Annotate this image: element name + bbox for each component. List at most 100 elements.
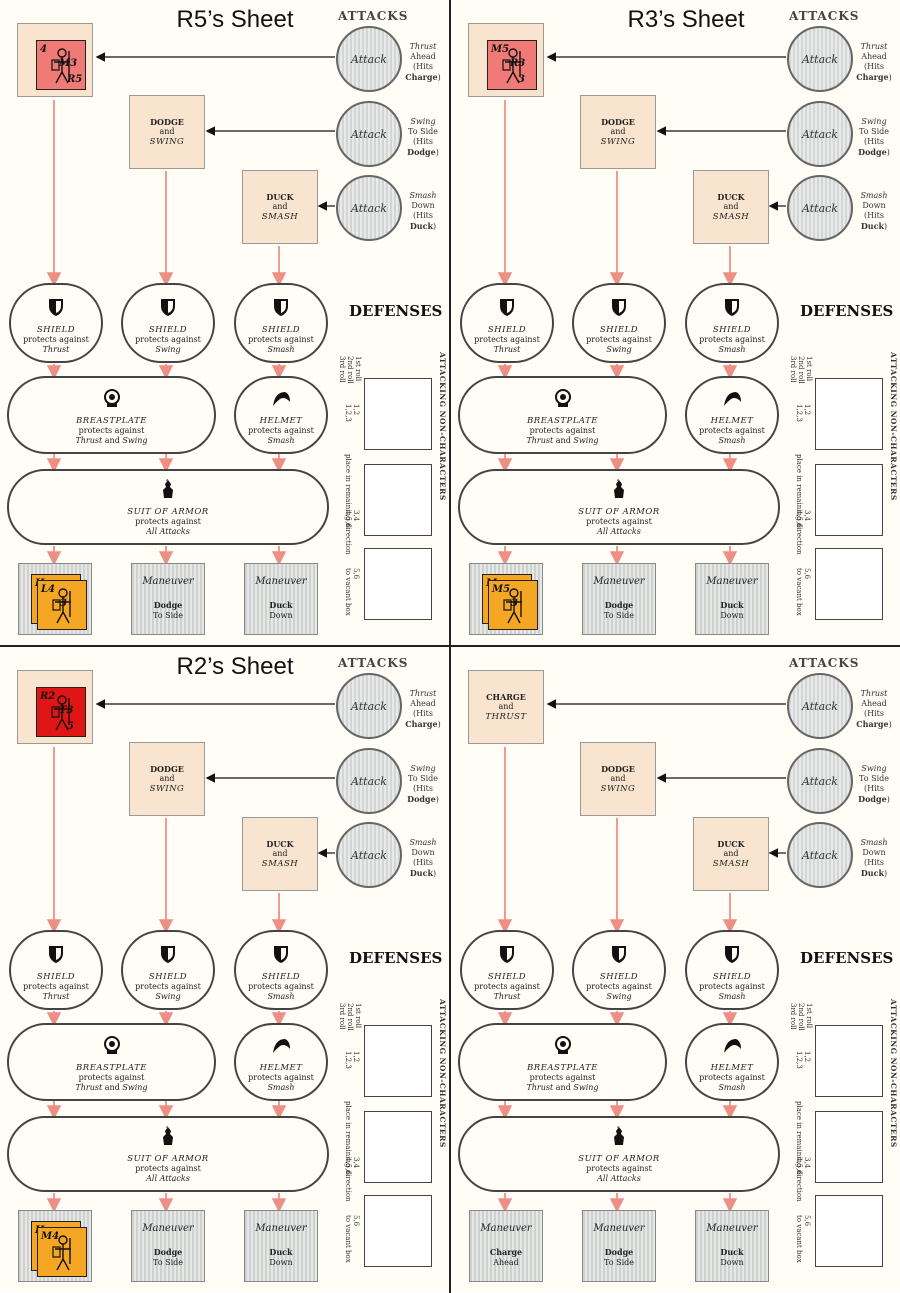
- non-character-box-1[interactable]: [364, 378, 432, 450]
- attack-swing-desc: Swing To Side (Hits Dodge): [399, 764, 447, 805]
- helmet-slot[interactable]: HELMET protects against Smash: [685, 1023, 779, 1101]
- suit-of-armor-slot[interactable]: SUIT OF ARMOR protects against All Attac…: [458, 469, 780, 545]
- attack-swing-circle[interactable]: Attack: [787, 748, 853, 814]
- attack-thrust-circle[interactable]: Attack: [787, 673, 853, 739]
- non-character-box-1[interactable]: [815, 378, 883, 450]
- roll-value: 4,5,6: [795, 510, 803, 528]
- duck-smash-box[interactable]: DUCK and SMASH: [242, 817, 318, 891]
- attack-swing-circle[interactable]: Attack: [336, 748, 402, 814]
- defense-name: SHIELD: [599, 325, 639, 335]
- breastplate-slot[interactable]: BREASTPLATE protects against Thrust and …: [458, 1023, 667, 1101]
- roll-header-2: 2nd roll: [346, 356, 354, 384]
- shield-smash-slot[interactable]: SHIELD protects against Smash: [234, 930, 328, 1010]
- shield-thrust-slot[interactable]: SHIELD protects against Thrust: [460, 930, 554, 1010]
- helmet-slot[interactable]: HELMET protects against Smash: [234, 376, 328, 454]
- non-character-box-2[interactable]: [364, 1111, 432, 1183]
- suit-of-armor-slot[interactable]: SUIT OF ARMOR protects against All Attac…: [7, 469, 329, 545]
- unit-counter[interactable]: M4: [37, 1227, 87, 1277]
- suit-of-armor-slot[interactable]: SUIT OF ARMOR protects against All Attac…: [7, 1116, 329, 1192]
- non-character-box-3[interactable]: [815, 548, 883, 620]
- breastplate-slot[interactable]: BREASTPLATE protects against Thrust and …: [458, 376, 667, 454]
- maneuver-line2: To Side: [604, 611, 634, 621]
- maneuver-charge-box[interactable]: HPHRM4: [18, 1210, 92, 1282]
- dodge-swing-box[interactable]: DODGE and SWING: [129, 95, 205, 169]
- defense-name: SUIT OF ARMOR: [578, 1154, 660, 1164]
- non-character-box-2[interactable]: [815, 1111, 883, 1183]
- duck-smash-box[interactable]: DUCK and SMASH: [242, 170, 318, 244]
- attack-thrust-circle[interactable]: Attack: [336, 673, 402, 739]
- attack-smash-circle[interactable]: Attack: [336, 822, 402, 888]
- shield-swing-slot[interactable]: SHIELD protects against Swing: [121, 283, 215, 363]
- roll-value: 4,5,6: [344, 510, 352, 528]
- breastplate-slot[interactable]: BREASTPLATE protects against Thrust and …: [7, 1023, 216, 1101]
- dodge-swing-box[interactable]: DODGE and SWING: [129, 742, 205, 816]
- roll-values-2: place in remaining direction: [344, 1101, 352, 1202]
- maneuver-charge-box[interactable]: MM53: [469, 563, 543, 635]
- attack-smash-circle[interactable]: Attack: [787, 175, 853, 241]
- attack-swing-circle[interactable]: Attack: [787, 101, 853, 167]
- attack-desc-line3: (Hits: [413, 137, 433, 146]
- non-character-box-2[interactable]: [364, 464, 432, 536]
- counter-label: M5: [492, 584, 511, 595]
- attack-desc-hits: Dodge: [407, 794, 436, 804]
- non-character-box-2[interactable]: [815, 464, 883, 536]
- shield-swing-slot[interactable]: SHIELD protects against Swing: [572, 283, 666, 363]
- shield-smash-slot[interactable]: SHIELD protects against Smash: [234, 283, 328, 363]
- non-character-box-3[interactable]: [364, 548, 432, 620]
- defense-name: SUIT OF ARMOR: [127, 507, 209, 517]
- shield-thrust-slot[interactable]: SHIELD protects against Thrust: [9, 283, 103, 363]
- breastplate-slot[interactable]: BREASTPLATE protects against Thrust and …: [7, 376, 216, 454]
- shield-smash-slot[interactable]: SHIELD protects against Smash: [685, 930, 779, 1010]
- breastplate-icon: [554, 389, 571, 407]
- duck-smash-box[interactable]: DUCK and SMASH: [693, 170, 769, 244]
- dodge-swing-box[interactable]: DODGE and SWING: [580, 95, 656, 169]
- roll-value: 3,4: [352, 1157, 360, 1169]
- defense-what: Swing: [573, 1083, 599, 1092]
- attack-smash-circle[interactable]: Attack: [336, 175, 402, 241]
- shield-thrust-slot[interactable]: SHIELD protects against Thrust: [9, 930, 103, 1010]
- duck-smash-box[interactable]: DUCK and SMASH: [693, 817, 769, 891]
- non-character-box-1[interactable]: [364, 1025, 432, 1097]
- maneuver-charge-box[interactable]: HL43: [18, 563, 92, 635]
- attack-thrust-circle[interactable]: Attack: [336, 26, 402, 92]
- shield-smash-slot[interactable]: SHIELD protects against Smash: [685, 283, 779, 363]
- helmet-slot[interactable]: HELMET protects against Smash: [685, 376, 779, 454]
- counter-label: R5: [67, 74, 83, 85]
- non-character-box-1[interactable]: [815, 1025, 883, 1097]
- attack-smash-circle[interactable]: Attack: [787, 822, 853, 888]
- helmet-icon: [273, 392, 290, 406]
- sheet-title: R3’s Sheet: [627, 6, 745, 33]
- dodge-box-line1: DODGE: [601, 764, 635, 774]
- shield-thrust-slot[interactable]: SHIELD protects against Thrust: [460, 283, 554, 363]
- shield-swing-slot[interactable]: SHIELD protects against Swing: [572, 930, 666, 1010]
- non-character-box-3[interactable]: [815, 1195, 883, 1267]
- attack-swing-circle[interactable]: Attack: [336, 101, 402, 167]
- suit-of-armor-slot[interactable]: SUIT OF ARMOR protects against All Attac…: [458, 1116, 780, 1192]
- attack-thrust-circle[interactable]: Attack: [787, 26, 853, 92]
- shield-swing-slot[interactable]: SHIELD protects against Swing: [121, 930, 215, 1010]
- non-character-box-3[interactable]: [364, 1195, 432, 1267]
- attack-swing-desc: Swing To Side (Hits Dodge): [399, 117, 447, 158]
- helmet-slot[interactable]: HELMET protects against Smash: [234, 1023, 328, 1101]
- dodge-swing-box[interactable]: DODGE and SWING: [580, 742, 656, 816]
